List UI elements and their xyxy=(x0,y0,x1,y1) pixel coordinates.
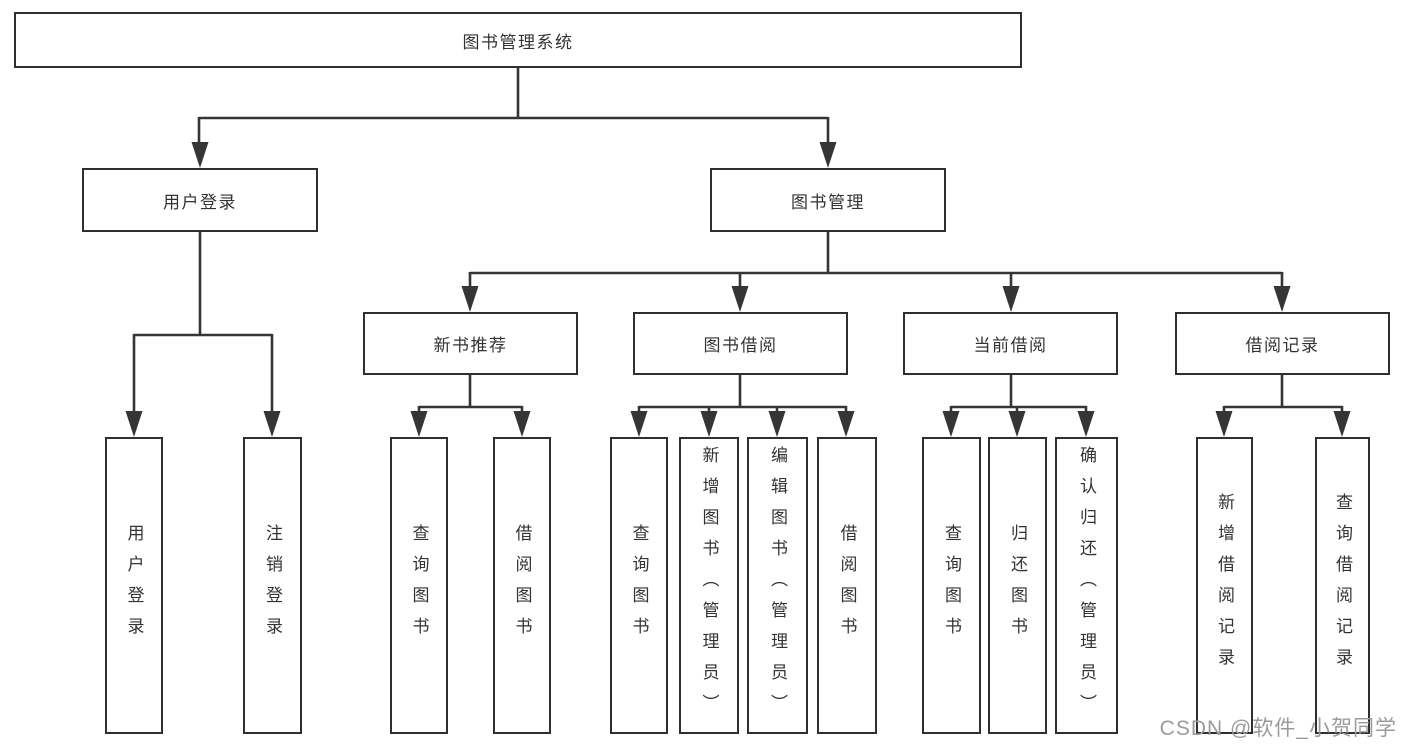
node-label: 新书推荐 xyxy=(433,336,508,355)
node-label: 用户登录 xyxy=(124,523,144,648)
leaf-edit-books-admin: 编辑图书（管理员） xyxy=(747,437,808,734)
node-label: 注销登录 xyxy=(263,523,282,648)
node-label: 图书管理系统 xyxy=(462,32,574,52)
node-label: 编辑图书（管理员） xyxy=(768,446,787,725)
node-label: 借阅图书 xyxy=(512,523,532,648)
node-current-borrowing: 当前借阅 xyxy=(903,312,1118,375)
leaf-add-borrow-record: 新增借阅记录 xyxy=(1196,437,1253,734)
node-user-login: 用户登录 xyxy=(82,168,318,232)
leaf-confirm-return-admin: 确认归还（管理员） xyxy=(1055,437,1118,734)
leaf-query-books-current: 查询图书 xyxy=(922,437,981,734)
node-label: 查询图书 xyxy=(409,523,429,648)
node-book-management: 图书管理 xyxy=(710,168,946,232)
node-label: 查询图书 xyxy=(942,523,961,648)
leaf-add-books-admin: 新增图书（管理员） xyxy=(679,437,739,734)
node-label: 用户登录 xyxy=(163,192,237,212)
node-label: 查询借阅记录 xyxy=(1333,492,1352,679)
node-new-book-recommendation: 新书推荐 xyxy=(363,312,578,375)
csdn-watermark: CSDN @软件_小贺同学 xyxy=(1160,712,1397,742)
leaf-borrow-books-recommend: 借阅图书 xyxy=(493,437,551,734)
leaf-user-login: 用户登录 xyxy=(105,437,163,734)
node-label: 确认归还（管理员） xyxy=(1077,446,1096,725)
leaf-query-books-borrowing: 查询图书 xyxy=(610,437,668,734)
leaf-query-borrow-record: 查询借阅记录 xyxy=(1315,437,1370,734)
watermark-prefix: CSDN @ xyxy=(1159,717,1253,740)
node-label: 当前借阅 xyxy=(973,336,1048,355)
leaf-query-books-recommend: 查询图书 xyxy=(390,437,448,734)
leaf-borrow-books: 借阅图书 xyxy=(817,437,877,734)
watermark-username: 软件_小贺同学 xyxy=(1252,717,1397,740)
node-borrowing-records: 借阅记录 xyxy=(1175,312,1390,375)
node-label: 查询图书 xyxy=(629,523,649,648)
node-label: 图书借阅 xyxy=(703,336,778,355)
node-label: 新增借阅记录 xyxy=(1215,492,1234,679)
leaf-logout: 注销登录 xyxy=(243,437,302,734)
node-label: 归还图书 xyxy=(1008,523,1027,648)
node-label: 新增图书（管理员） xyxy=(699,446,719,725)
node-label: 借阅记录 xyxy=(1245,336,1320,355)
node-label: 图书管理 xyxy=(791,192,865,212)
node-label: 借阅图书 xyxy=(837,523,857,648)
leaf-return-books: 归还图书 xyxy=(988,437,1047,734)
node-book-borrowing: 图书借阅 xyxy=(633,312,848,375)
node-library-management-system: 图书管理系统 xyxy=(14,12,1022,68)
